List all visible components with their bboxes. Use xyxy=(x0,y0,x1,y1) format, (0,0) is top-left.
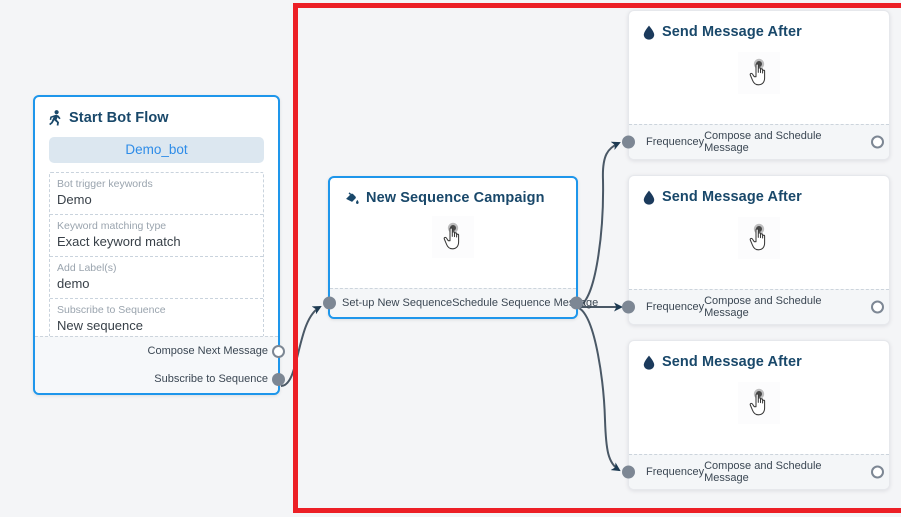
field-row[interactable]: Subscribe to Sequence New sequence xyxy=(50,299,263,340)
field-label: Bot trigger keywords xyxy=(57,178,153,190)
node-start-bot-flow-body: Demo_bot Bot trigger keywords Demo Keywo… xyxy=(35,137,278,341)
node-new-sequence-campaign-body xyxy=(330,206,576,268)
node-send-message-after-3[interactable]: Send Message After Frequencey Compose an… xyxy=(622,340,890,490)
port-label-schedule-sequence-message: Schedule Sequence Message xyxy=(452,297,599,309)
field-value: demo xyxy=(57,276,90,291)
bot-name-pill[interactable]: Demo_bot xyxy=(49,137,264,163)
node-send-message-after-1-header: Send Message After xyxy=(629,11,889,40)
port-row-subscribe-to-sequence[interactable]: Subscribe to Sequence xyxy=(35,365,285,393)
hand-pointer-cursor-icon xyxy=(432,216,474,258)
node-send-message-after-1-body xyxy=(629,40,889,106)
droplet-icon xyxy=(643,190,655,205)
node-new-sequence-campaign-header: New Sequence Campaign xyxy=(330,178,576,206)
hand-pointer-cursor-icon xyxy=(738,382,780,424)
node-send-message-after-3-ports: Frequencey Compose and Schedule Message xyxy=(622,454,889,489)
port-dot-setup-new-sequence[interactable] xyxy=(323,296,336,310)
port-dot-frequencey[interactable] xyxy=(622,300,635,314)
node-send-message-after-2-ports: Frequencey Compose and Schedule Message xyxy=(622,289,889,324)
paint-pour-icon xyxy=(344,191,359,206)
field-label: Add Label(s) xyxy=(57,262,117,274)
port-label-frequencey: Frequencey xyxy=(646,136,705,148)
port-dot-subscribe-to-sequence[interactable] xyxy=(272,372,285,386)
node-send-message-after-1-ports: Frequencey Compose and Schedule Message xyxy=(622,124,889,159)
port-dot-frequencey[interactable] xyxy=(622,135,635,149)
node-send-message-after-2-body xyxy=(629,205,889,271)
node-send-message-after-2[interactable]: Send Message After Frequencey Compose an… xyxy=(622,175,890,325)
port-label: Compose Next Message xyxy=(147,345,268,357)
port-dot-compose-and-schedule-message[interactable] xyxy=(871,465,884,479)
field-row[interactable]: Keyword matching type Exact keyword matc… xyxy=(50,215,263,257)
node-new-sequence-campaign-ports: Set-up New Sequence Schedule Sequence Me… xyxy=(323,288,598,317)
droplet-icon xyxy=(643,355,655,370)
node-new-sequence-campaign[interactable]: New Sequence Campaign Set-up New Sequenc… xyxy=(323,176,598,319)
node-send-message-after-1[interactable]: Send Message After Frequencey Compose an… xyxy=(622,10,890,160)
field-row[interactable]: Add Label(s) demo xyxy=(50,257,263,299)
field-row[interactable]: Bot trigger keywords Demo xyxy=(50,173,263,215)
node-start-bot-flow-header: Start Bot Flow xyxy=(35,97,278,126)
edge-sequence-to-card3 xyxy=(578,307,621,472)
field-value: New sequence xyxy=(57,318,143,333)
port-row-compose-next-message[interactable]: Compose Next Message xyxy=(35,337,285,365)
port-label-compose-and-schedule-message: Compose and Schedule Message xyxy=(704,295,822,319)
field-value: Demo xyxy=(57,192,92,207)
running-person-icon xyxy=(49,110,62,126)
field-label: Keyword matching type xyxy=(57,220,167,232)
bot-field-list: Bot trigger keywords Demo Keyword matchi… xyxy=(49,172,264,341)
node-new-sequence-campaign-title: New Sequence Campaign xyxy=(366,190,545,206)
port-dot-compose-next-message[interactable] xyxy=(272,344,285,358)
node-start-bot-flow[interactable]: Start Bot Flow Demo_bot Bot trigger keyw… xyxy=(33,95,285,395)
port-dot-compose-and-schedule-message[interactable] xyxy=(871,135,884,149)
port-label-compose-and-schedule-message: Compose and Schedule Message xyxy=(704,460,822,484)
droplet-icon xyxy=(643,25,655,40)
node-send-message-after-3-body xyxy=(629,370,889,436)
hand-pointer-cursor-icon xyxy=(738,52,780,94)
edge-sequence-to-card1 xyxy=(578,141,621,307)
port-label-compose-and-schedule-message: Compose and Schedule Message xyxy=(704,130,822,154)
node-send-message-after-2-title: Send Message After xyxy=(662,189,802,205)
node-send-message-after-2-header: Send Message After xyxy=(629,176,889,205)
port-dot-frequencey[interactable] xyxy=(622,465,635,479)
hand-pointer-cursor-icon xyxy=(738,217,780,259)
field-label: Subscribe to Sequence xyxy=(57,304,166,316)
port-label-frequencey: Frequencey xyxy=(646,466,705,478)
port-label-setup-new-sequence: Set-up New Sequence xyxy=(342,297,453,309)
edge-start-to-sequence xyxy=(280,306,322,387)
node-send-message-after-1-title: Send Message After xyxy=(662,24,802,40)
node-start-bot-flow-ports: Compose Next Message Subscribe to Sequen… xyxy=(35,336,285,393)
port-label-frequencey: Frequencey xyxy=(646,301,705,313)
port-dot-schedule-sequence-message[interactable] xyxy=(570,296,583,310)
node-send-message-after-3-title: Send Message After xyxy=(662,354,802,370)
node-start-bot-flow-title: Start Bot Flow xyxy=(69,110,169,126)
node-send-message-after-3-header: Send Message After xyxy=(629,341,889,370)
port-dot-compose-and-schedule-message[interactable] xyxy=(871,300,884,314)
field-value: Exact keyword match xyxy=(57,234,181,249)
port-label: Subscribe to Sequence xyxy=(154,373,268,385)
